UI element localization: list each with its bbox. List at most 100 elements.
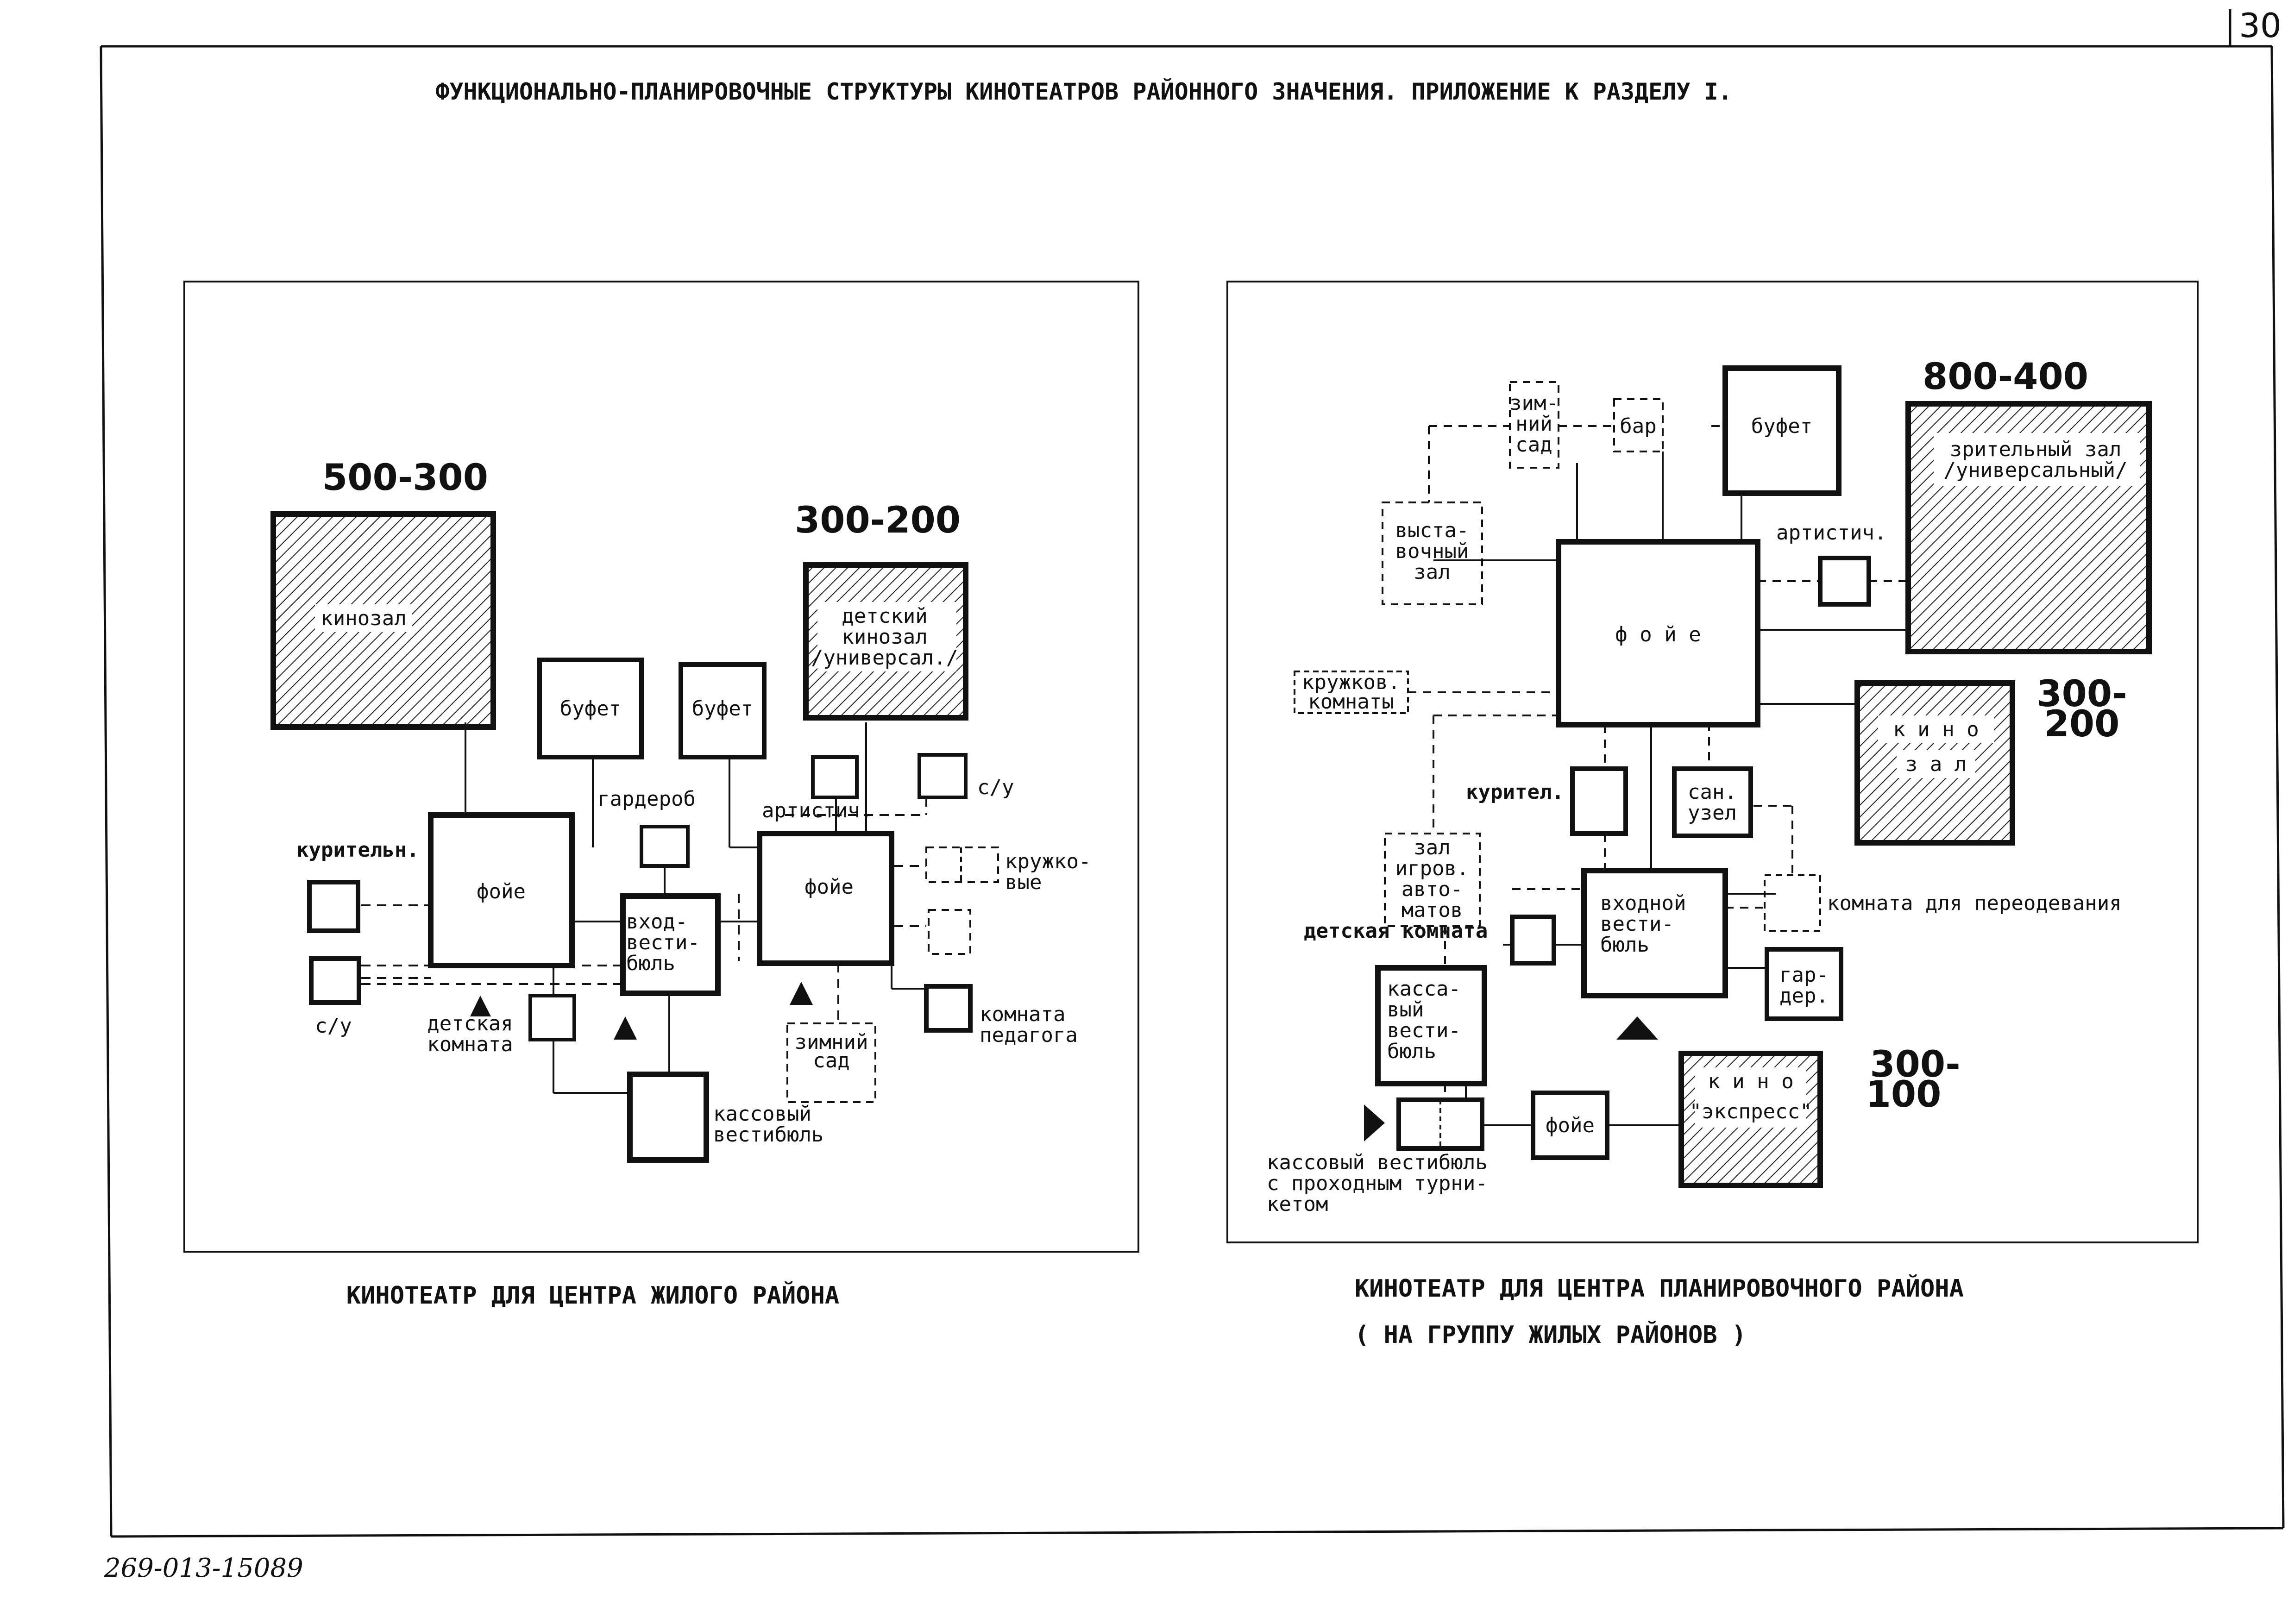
svg-text:сад: сад: [813, 1049, 849, 1072]
right-label-turn-2: с проходным турни-: [1267, 1172, 1488, 1195]
right-entrance-hall: входной вести- бюль: [1581, 868, 1728, 998]
document-code: 269-013-15089: [104, 1553, 303, 1583]
left-solid-links: [465, 722, 926, 1094]
right-entrance-marker-2: [1364, 1104, 1385, 1141]
left-label-ped-1: комната: [980, 1003, 1065, 1026]
right-express-hall: к и н о "экспресс": [1678, 1051, 1823, 1188]
right-box-artistich: [1818, 556, 1871, 607]
left-winter-garden: зимний сад: [786, 1022, 876, 1103]
left-diagram-frame: [183, 281, 1139, 1253]
right-capacity-small-2: 200: [2044, 703, 2120, 745]
left-label-kass-2: вестибюль: [713, 1123, 823, 1147]
page-number-box: 30: [2229, 6, 2281, 46]
right-label-turn-1: кассовый вестибюль: [1267, 1151, 1488, 1174]
right-dashed-links: [1408, 425, 1908, 1100]
left-box-kuritel: [307, 880, 360, 933]
svg-text:зал: зал: [1414, 836, 1450, 859]
svg-text:кружков.: кружков.: [1302, 671, 1400, 694]
right-foyer-small: фойе: [1531, 1091, 1609, 1160]
left-dashed-links: [361, 797, 927, 1074]
left-label-det-komn-1: детская: [427, 1012, 513, 1035]
left-bufet-1: буфет: [537, 658, 644, 759]
right-capacity-main: 800-400: [1923, 356, 2088, 398]
right-label-pereodev: комната для переодевания: [1827, 891, 2122, 915]
left-bufet-2: буфет: [679, 662, 767, 759]
svg-text:вый: вый: [1387, 998, 1424, 1022]
svg-text:з а л: з а л: [1905, 752, 1967, 776]
svg-text:вые: вые: [1005, 871, 1042, 894]
left-entrance-marker-3: [790, 982, 813, 1005]
header-title: ФУНКЦИОНАЛЬНО-ПЛАНИРОВОЧНЫЕ СТРУКТУРЫ КИ…: [435, 78, 1732, 105]
right-diagram: 800-400 300- 200 300- 100 зим- ний сад б…: [1226, 281, 2199, 1349]
right-bufet: буфет: [1722, 365, 1841, 496]
svg-text:буфет: буфет: [560, 697, 621, 721]
svg-text:зимний: зимний: [795, 1030, 868, 1054]
right-auditorium: зрительный зал /универсальный/: [1905, 401, 2152, 654]
svg-text:сад: сад: [1515, 433, 1552, 457]
right-box-det-komn: [1510, 915, 1556, 966]
right-garderob: гар- дер.: [1765, 947, 1843, 1021]
svg-text:узел: узел: [1688, 801, 1737, 825]
svg-text:фойе: фойе: [477, 880, 526, 903]
left-box-su-top: [918, 753, 968, 799]
svg-text:авто-: авто-: [1402, 878, 1463, 901]
svg-text:выста-: выста-: [1395, 519, 1469, 542]
svg-text:зал: зал: [1414, 560, 1450, 584]
left-kinozal: кинозал: [270, 511, 496, 730]
svg-text:игров.: игров.: [1395, 857, 1469, 880]
svg-text:буфет: буфет: [1751, 414, 1812, 438]
svg-text:вести-: вести-: [1600, 912, 1674, 936]
left-label-kuritel: курительн.: [296, 838, 419, 862]
left-box-garderob: [640, 825, 690, 868]
left-box-artistich: [811, 755, 859, 799]
left-label-su-top: с/у: [977, 776, 1014, 799]
svg-text:детский: детский: [842, 604, 927, 628]
right-exhibition-hall: выста- вочный зал: [1382, 502, 1483, 605]
svg-text:матов: матов: [1402, 898, 1463, 922]
svg-text:бюль: бюль: [1387, 1040, 1436, 1063]
svg-text:вочный: вочный: [1395, 539, 1469, 563]
left-label-ped-2: педагога: [980, 1023, 1078, 1047]
left-caption: КИНОТЕАТР ДЛЯ ЦЕНТРА ЖИЛОГО РАЙОНА: [346, 1281, 839, 1310]
right-turnstile: [1396, 1097, 1484, 1151]
svg-text:касса-: касса-: [1387, 977, 1461, 1001]
left-foyer-1: фойе: [428, 812, 575, 968]
right-solid-links: [1433, 451, 1908, 1126]
page-number: 30: [2239, 6, 2281, 45]
left-entrance-hall: вход- вести- бюль: [620, 893, 721, 996]
svg-text:бар: бар: [1620, 414, 1656, 438]
svg-text:ний: ний: [1515, 412, 1552, 436]
sheet-frame: [100, 45, 2285, 1538]
svg-text:ф о й е: ф о й е: [1615, 623, 1701, 646]
left-label-kass-1: кассовый: [713, 1102, 811, 1126]
left-label-garderob: гардероб: [597, 787, 696, 811]
left-label-det-komn-2: комната: [427, 1033, 513, 1056]
right-foyer: ф о й е: [1556, 539, 1760, 727]
right-kruzhk: кружков. комнаты: [1294, 671, 1409, 714]
right-label-artistich: артистич.: [1776, 521, 1886, 545]
right-label-kuritel: курител.: [1466, 780, 1564, 804]
left-box-kass: [627, 1072, 709, 1163]
right-capacity-express-1: 300-: [1870, 1044, 1960, 1085]
right-bar: бар: [1613, 398, 1664, 452]
right-box-kuritel: [1570, 766, 1628, 836]
svg-text:кружко-: кружко-: [1005, 850, 1091, 873]
right-game-hall: зал игров. авто- матов: [1384, 833, 1481, 927]
svg-text:буфет: буфет: [692, 697, 753, 721]
right-entrance-marker-1: [1616, 1016, 1658, 1040]
svg-text:фойе: фойе: [1546, 1114, 1595, 1137]
left-foyer-2: фойе: [757, 831, 894, 966]
svg-text:гар-: гар-: [1779, 963, 1829, 987]
right-small-hall: к и н о з а л: [1854, 680, 2015, 846]
svg-text:бюль: бюль: [626, 952, 675, 975]
svg-text:вести-: вести-: [1387, 1019, 1461, 1042]
svg-text:зим-: зим-: [1509, 391, 1559, 415]
svg-text:сан.: сан.: [1688, 780, 1737, 804]
svg-text:бюль: бюль: [1600, 933, 1649, 957]
left-capacity-children: 300-200: [795, 500, 961, 541]
svg-text:/универсал./: /универсал./: [811, 646, 958, 670]
right-caption-2: ( НА ГРУППУ ЖИЛЫХ РАЙОНОВ ): [1355, 1321, 1746, 1349]
right-san-uzel: сан. узел: [1672, 766, 1753, 838]
